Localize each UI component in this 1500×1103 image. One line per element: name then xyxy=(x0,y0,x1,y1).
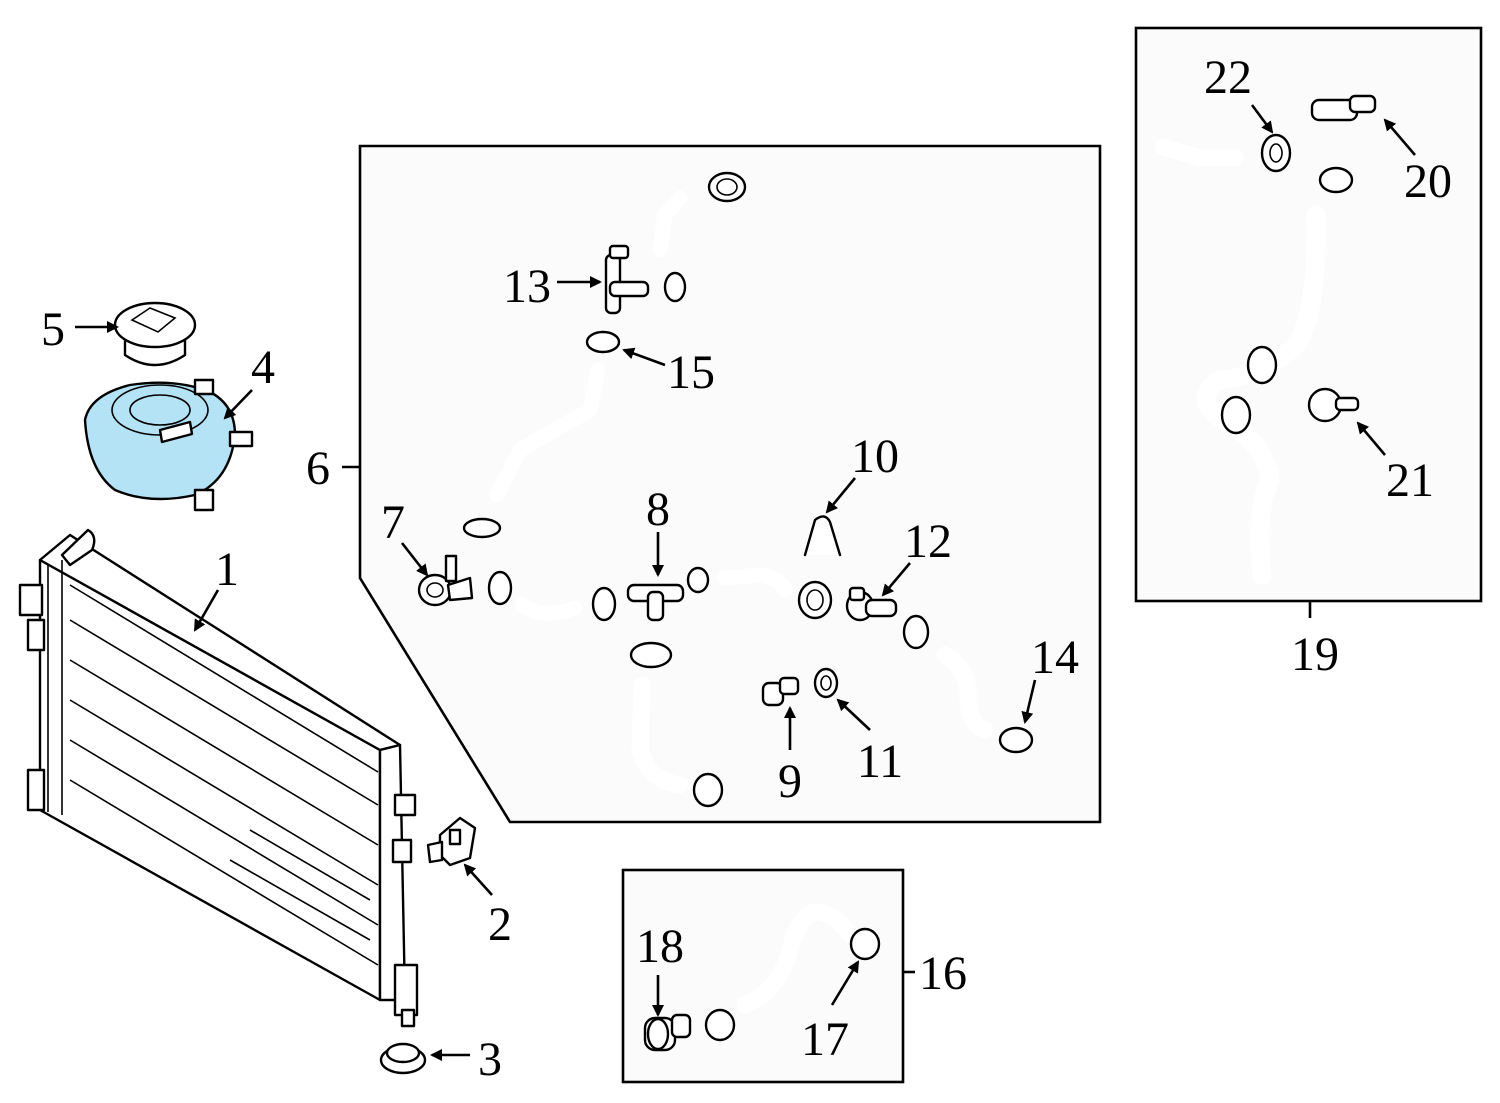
hose-clamp[interactable] xyxy=(707,171,747,203)
callout-13: 13 xyxy=(503,260,551,313)
hose-clamp[interactable] xyxy=(462,517,502,539)
callout-11: 11 xyxy=(857,735,903,788)
callout-10: 10 xyxy=(851,430,899,483)
callout-2: 2 xyxy=(488,898,512,951)
retaining-clip-10[interactable] xyxy=(803,515,842,557)
hose-clamp[interactable] xyxy=(1246,345,1278,385)
callout-12: 12 xyxy=(904,515,952,568)
hose-clamp[interactable] xyxy=(663,271,687,303)
clamp-17[interactable] xyxy=(849,927,881,961)
hose-clamp[interactable] xyxy=(797,580,833,620)
callout-9: 9 xyxy=(778,755,802,808)
hose-clamp[interactable] xyxy=(692,772,724,808)
hose-top-small[interactable] xyxy=(652,190,688,258)
callout-1: 1 xyxy=(215,543,239,596)
callout-20: 20 xyxy=(1404,155,1452,208)
drain-plug-part[interactable] xyxy=(379,1042,427,1075)
hose-lower-right[interactable] xyxy=(936,646,994,739)
callout-14: 14 xyxy=(1031,631,1079,684)
group-6-frame xyxy=(358,144,1102,824)
callout-18: 18 xyxy=(636,920,684,973)
bracket-part[interactable] xyxy=(426,816,477,867)
callout-7: 7 xyxy=(381,496,405,549)
hose-clamp[interactable] xyxy=(591,586,617,622)
hose-group-19-upper[interactable] xyxy=(1154,138,1244,167)
sensor-9[interactable] xyxy=(761,676,800,707)
callout-16: 16 xyxy=(919,947,967,1000)
callout-17: 17 xyxy=(801,1013,849,1066)
bracket-21[interactable] xyxy=(1307,387,1360,423)
callout-5: 5 xyxy=(41,303,65,356)
leader-lines xyxy=(75,104,1416,1061)
callout-6: 6 xyxy=(306,442,330,495)
hose-clamp[interactable] xyxy=(998,726,1034,754)
hose-clamp[interactable] xyxy=(902,614,930,650)
hose-clamp[interactable] xyxy=(629,641,673,669)
hose-lower-center[interactable] xyxy=(631,676,689,794)
coolant-reservoir-part[interactable] xyxy=(83,378,254,512)
callout-21: 21 xyxy=(1386,454,1434,507)
hose-clamp[interactable] xyxy=(1220,395,1252,435)
hose-clamp[interactable] xyxy=(686,566,710,594)
fitting-18[interactable] xyxy=(643,1013,692,1052)
hose-clamp[interactable] xyxy=(704,1008,736,1042)
tee-connector-12[interactable] xyxy=(845,586,898,622)
hose-group-19-main[interactable] xyxy=(1196,205,1326,585)
callout-19: 19 xyxy=(1291,628,1339,681)
callout-4: 4 xyxy=(251,341,275,394)
o-ring-11[interactable] xyxy=(813,667,839,699)
hose-clamp[interactable] xyxy=(585,330,621,354)
callout-3: 3 xyxy=(478,1033,502,1086)
clamp-22[interactable] xyxy=(1260,133,1292,173)
callout-labels: 1 2 3 4 5 6 7 8 9 10 11 12 13 14 15 16 1… xyxy=(41,51,1452,1086)
hose-upper-left[interactable] xyxy=(489,362,606,503)
hose-middle-right[interactable] xyxy=(717,567,793,598)
radiator-part[interactable] xyxy=(18,528,419,1028)
thermostat-housing-7[interactable] xyxy=(417,554,474,607)
hose-middle-left[interactable] xyxy=(514,597,583,621)
callout-22: 22 xyxy=(1204,51,1252,104)
tee-connector-13[interactable] xyxy=(604,244,650,315)
hose-clamp[interactable] xyxy=(1318,166,1354,194)
tee-connector-8[interactable] xyxy=(626,583,685,622)
callout-8: 8 xyxy=(646,483,670,536)
hose-group-16[interactable] xyxy=(736,903,859,1014)
hose-clamp[interactable] xyxy=(487,570,513,606)
callout-15: 15 xyxy=(667,346,715,399)
reservoir-cap-part[interactable] xyxy=(113,301,197,367)
connector-20[interactable] xyxy=(1310,94,1377,122)
